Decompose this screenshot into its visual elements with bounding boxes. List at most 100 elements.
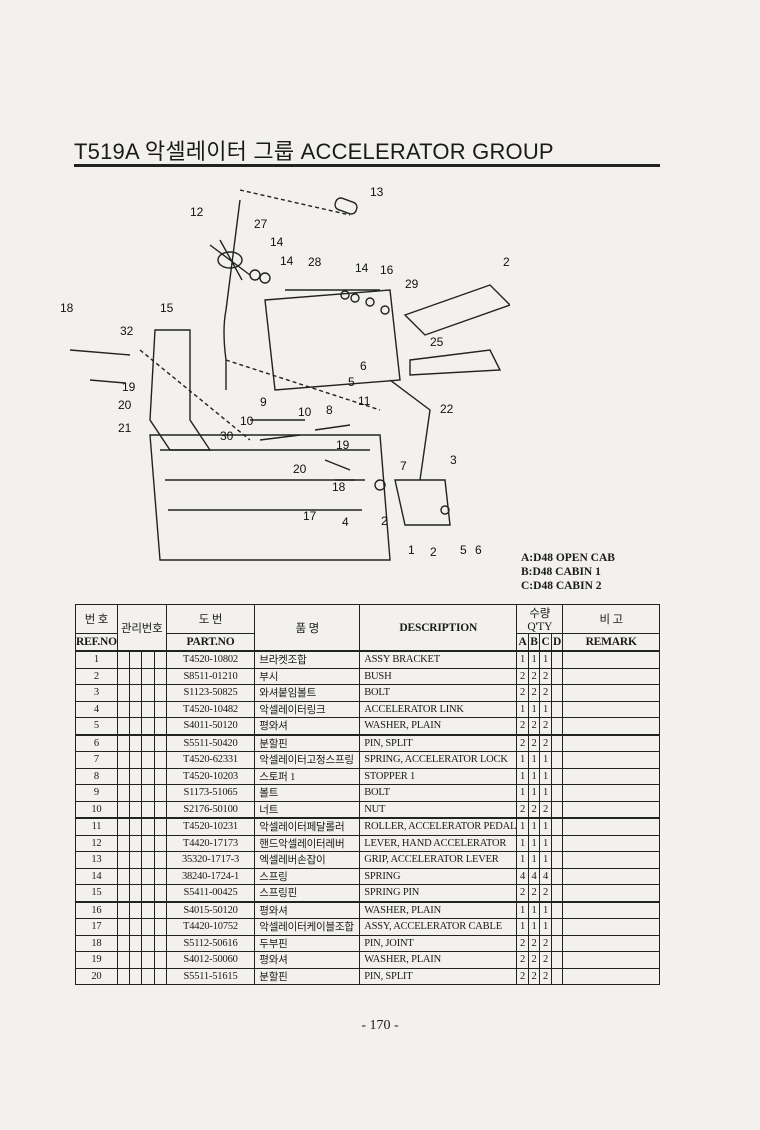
remark-cell [562,717,660,735]
qty-b-cell: 1 [527,650,541,669]
part-no-cell: T4520-10231 [165,817,256,836]
qty-b-cell: 2 [527,717,541,735]
ref-no-cell: 6 [75,733,118,752]
qty-d-cell [550,884,564,902]
svg-text:8: 8 [326,403,333,417]
control-no-cell [153,867,167,885]
control-no-cell [129,784,143,802]
control-no-cell [116,650,131,669]
control-no-cell [153,884,167,902]
korean-name-cell: 볼트 [254,784,361,802]
svg-text:14: 14 [280,254,294,268]
qty-a-cell: 1 [516,751,529,769]
ref-no-cell: 7 [75,751,118,769]
korean-name-cell: 와셔붙임볼트 [254,684,361,702]
svg-text:25: 25 [430,335,444,349]
part-no-cell: 35320-1717-3 [165,851,256,869]
korean-name-cell: 악셀레이터링크 [254,700,361,718]
qty-d-cell [550,934,564,952]
control-no-cell [141,800,155,819]
control-no-cell [129,900,143,919]
part-no-cell: T4420-17173 [165,834,256,852]
control-no-cell [116,800,131,819]
remark-cell [562,867,660,885]
qty-c-cell: 1 [539,834,552,852]
qty-d-cell [550,767,564,785]
control-no-cell [129,751,143,769]
control-no-cell [153,934,167,952]
ref-no-cell: 16 [75,900,118,919]
remark-cell [562,900,660,919]
control-no-cell [153,650,167,669]
part-no-cell: S5511-51615 [165,967,256,985]
qty-d-cell [550,650,564,669]
korean-name-cell: 악셀레이터고정스프링 [254,751,361,769]
control-no-cell [116,733,131,752]
ref-no-cell: 18 [75,934,118,952]
korean-name-cell: 평와셔 [254,717,361,735]
svg-text:1: 1 [408,543,415,557]
control-no-cell [141,900,155,919]
svg-text:28: 28 [308,255,322,269]
remark-cell [562,751,660,769]
qty-a-cell: 1 [516,767,529,785]
remark-cell [562,817,660,836]
header-remark-ko: 비 고 [562,604,660,634]
control-no-cell [116,684,131,702]
qty-d-cell [550,684,564,702]
control-no-cell [129,733,143,752]
svg-text:20: 20 [118,398,132,412]
description-cell: WASHER, PLAIN [359,717,518,735]
qty-b-cell: 1 [527,700,541,718]
description-cell: WASHER, PLAIN [359,951,518,969]
control-no-cell [153,817,167,836]
control-no-cell [129,767,143,785]
qty-d-cell [550,784,564,802]
header-partno-ko: 도 번 [165,604,256,634]
qty-d-cell [550,733,564,752]
korean-name-cell: 악셀레이터케이블조합 [254,918,361,936]
qty-b-cell: 1 [527,900,541,919]
description-cell: SPRING [359,867,518,885]
qty-b-cell: 2 [527,884,541,902]
qty-d-cell [550,717,564,735]
ref-no-cell: 14 [75,867,118,885]
control-no-cell [153,717,167,735]
header-refno-ko: 번 호 [75,604,118,634]
qty-c-cell: 2 [539,684,552,702]
qty-a-cell: 1 [516,784,529,802]
svg-text:4: 4 [342,515,349,529]
description-cell: ACCELERATOR LINK [359,700,518,718]
korean-name-cell: 너트 [254,800,361,819]
ref-no-cell: 20 [75,967,118,985]
remark-cell [562,934,660,952]
qty-b-cell: 1 [527,751,541,769]
control-no-cell [141,951,155,969]
control-no-cell [116,834,131,852]
control-no-cell [153,733,167,752]
page-title: T519A 악셀레이터 그룹 ACCELERATOR GROUP [74,139,554,164]
description-cell: PIN, SPLIT [359,967,518,985]
part-no-cell: S4015-50120 [165,900,256,919]
qty-a-cell: 1 [516,834,529,852]
korean-name-cell: 부시 [254,667,361,685]
remark-cell [562,684,660,702]
part-no-cell: S8511-01210 [165,667,256,685]
control-no-cell [129,918,143,936]
part-no-cell: S2176-50100 [165,800,256,819]
svg-text:11: 11 [358,394,371,408]
qty-b-cell: 1 [527,817,541,836]
title-rule [74,164,660,167]
korean-name-cell: 분할핀 [254,967,361,985]
qty-b-cell: 2 [527,684,541,702]
control-no-cell [129,851,143,869]
part-no-cell: 38240-1724-1 [165,867,256,885]
description-cell: STOPPER 1 [359,767,518,785]
control-no-cell [116,851,131,869]
control-no-cell [116,751,131,769]
